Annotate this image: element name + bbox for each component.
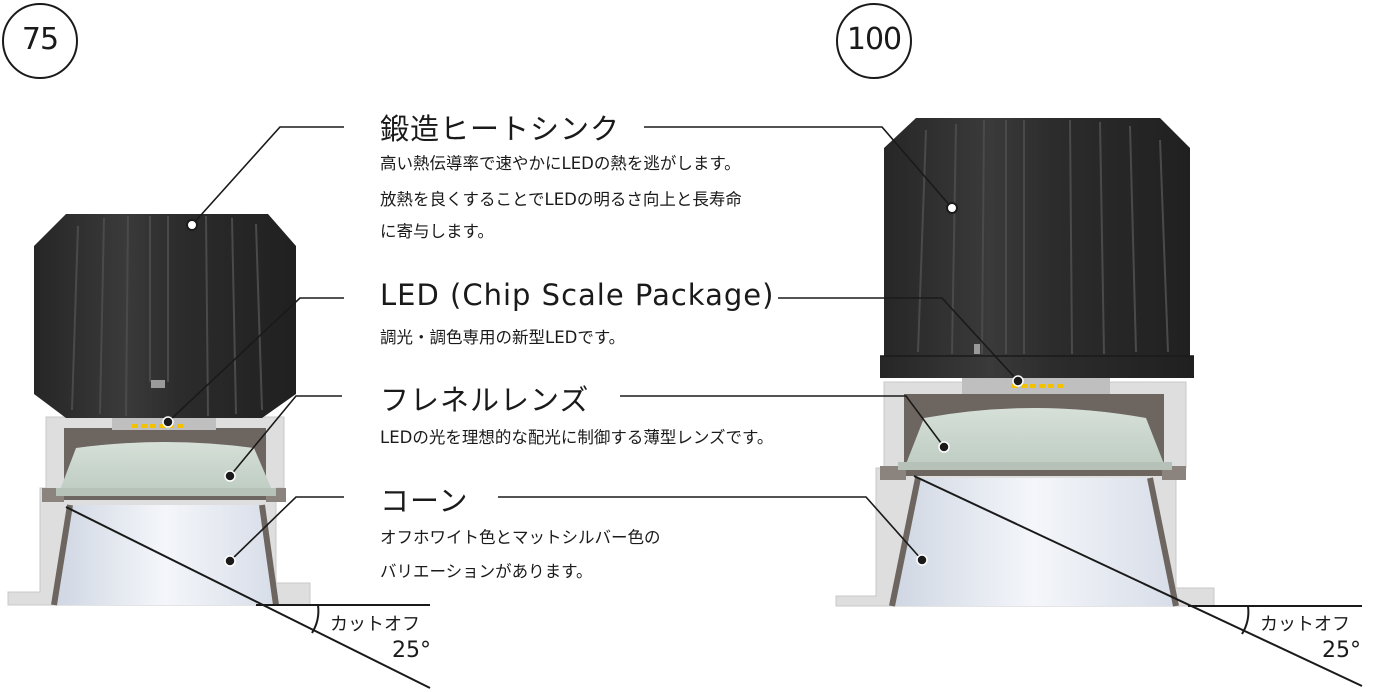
cutoff-angle-75: 25°: [392, 638, 431, 663]
fixture-100: [835, 118, 1363, 687]
callout-dots: [162, 202, 1024, 567]
callout-text-led-1: 調光・調色専用の新型LEDです。: [380, 328, 626, 347]
cone-100: [892, 478, 1176, 606]
leader-line-cone-100: [498, 496, 923, 561]
callout-dot: [938, 441, 950, 453]
callout-heading-lens: フレネルレンズ: [380, 383, 590, 417]
angle-arc-75: [311, 604, 320, 634]
badge-circle-75: [2, 3, 78, 79]
angle-arc-100: [1241, 605, 1250, 635]
callout-dot: [1012, 375, 1024, 387]
callout-heading-cone: コーン: [380, 484, 469, 518]
callout-text-heatsink-3: に寄与します。: [380, 222, 494, 241]
callout-dot: [162, 416, 174, 428]
badge-circle-100: [836, 3, 912, 79]
leader-line-heatsink-100: [644, 126, 953, 209]
lens-100: [906, 408, 1164, 464]
callout-text-heatsink-1: 高い熱伝導率で速やかにLEDの熱を逃がします。: [380, 154, 741, 173]
cutoff-line-100: [913, 475, 1363, 687]
cone-75: [54, 505, 276, 605]
leader-line-lens-100: [620, 395, 945, 448]
callout-text-cone-1: オフホワイト色とマットシルバー色の: [380, 528, 661, 547]
size-badge-100: 100: [846, 22, 902, 57]
cutoff-label-75: カットオフ: [330, 614, 420, 635]
callout-dot: [916, 554, 928, 566]
callout-text-lens-1: LEDの光を理想的な配光に制御する薄型レンズです。: [380, 428, 774, 447]
fixture-75: [7, 214, 431, 689]
leader-line-heatsink-75: [191, 126, 344, 226]
callout-dot: [224, 555, 236, 567]
cutoff-label-100: カットオフ: [1260, 614, 1350, 635]
callout-heading-heatsink: 鍛造ヒートシンク: [380, 112, 621, 146]
lens-75: [60, 442, 272, 490]
callout-dot: [224, 470, 236, 482]
leader-line-led-100: [778, 297, 1019, 382]
leader-line-cone-75: [229, 496, 344, 562]
heatsink-75: [34, 214, 296, 418]
callout-text-cone-2: バリエーションがあります。: [380, 562, 593, 581]
leader-lines: [167, 126, 1019, 562]
callout-dot: [946, 202, 958, 214]
leader-line-led-75: [167, 297, 344, 423]
leader-line-lens-75: [229, 395, 342, 477]
heatsink-100: [880, 118, 1194, 378]
cutoff-angle-100: 25°: [1322, 638, 1361, 663]
cutoff-line-75: [65, 506, 431, 689]
size-badge-75: 75: [21, 22, 59, 57]
callout-dot: [186, 219, 198, 231]
callout-heading-led: LED (Chip Scale Package): [380, 278, 775, 312]
callout-text-heatsink-2: 放熱を良くすることでLEDの明るさ向上と長寿命: [380, 190, 742, 209]
